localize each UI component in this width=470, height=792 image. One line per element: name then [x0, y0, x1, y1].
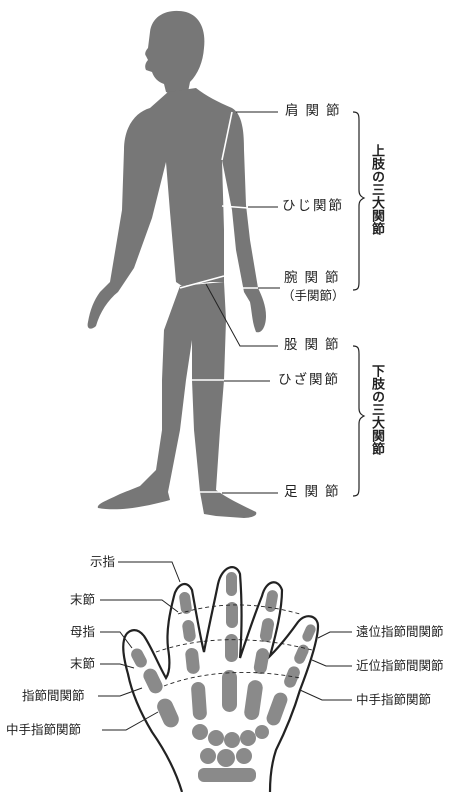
ankle-joint-label: 足関節 — [284, 485, 346, 500]
wrist-joint-label: 腕関節 — [284, 271, 346, 286]
index-finger-label: 示指 — [90, 555, 115, 569]
distal-phalanx-label-2: 末節 — [70, 657, 95, 671]
braces — [353, 112, 364, 496]
thumb-metacarpophalangeal-label: 中手指節関節 — [6, 723, 81, 737]
distal-phalanx-label-1: 末節 — [70, 593, 95, 607]
proximal-interphalangeal-label: 近位指節間関節 — [356, 659, 444, 673]
elbow-joint-label: ひじ関節 — [282, 199, 344, 214]
lower-limb-group-label: 下肢の三大関節 — [369, 364, 384, 455]
hand — [98, 562, 352, 792]
thumb-label: 母指 — [70, 625, 95, 639]
hip-joint-label: 股関節 — [284, 338, 346, 353]
distal-interphalangeal-label: 遠位指節間関節 — [356, 625, 444, 639]
knee-joint-label: ひざ関節 — [278, 373, 340, 388]
shoulder-joint-label: 肩関節 — [285, 104, 347, 119]
interphalangeal-joint-label: 指節間関節 — [22, 689, 85, 703]
upper-limb-group-label: 上肢の三大関節 — [369, 144, 384, 235]
human-silhouette — [88, 11, 266, 518]
metacarpophalangeal-label: 中手指節関節 — [356, 693, 431, 707]
wrist-joint-alt-label: （手関節） — [282, 288, 345, 303]
